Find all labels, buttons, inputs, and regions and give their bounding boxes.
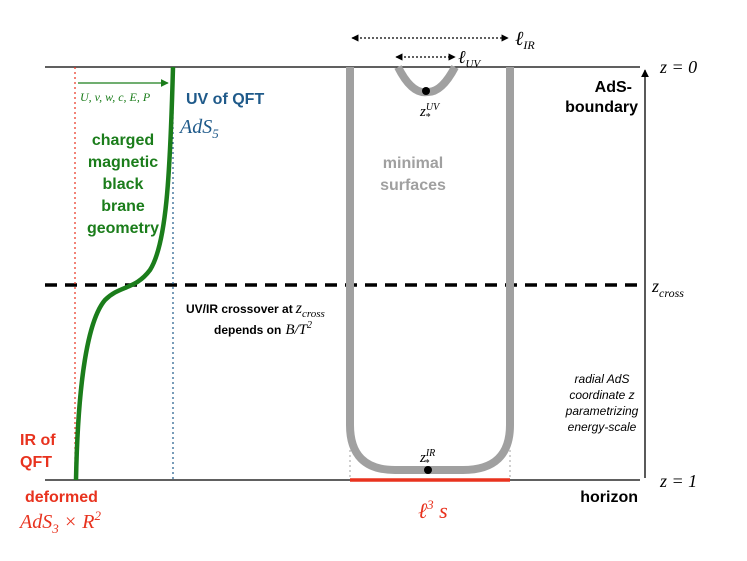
svg-text:black: black <box>103 176 144 193</box>
uv-of-qft-label: UV of QFT <box>186 91 264 108</box>
z-ir-point <box>424 466 432 474</box>
ell-uv-label: ℓUV <box>458 47 481 70</box>
z-zero-label: z = 0 <box>659 57 697 77</box>
ell-ir-label: ℓIR <box>515 28 535 52</box>
geometry-label: charged magnetic black brane geometry <box>87 132 159 237</box>
svg-text:minimal: minimal <box>383 155 443 172</box>
svg-text:energy-scale: energy-scale <box>568 420 637 434</box>
ell3s-label: ℓ3 s <box>418 497 448 523</box>
svg-text:geometry: geometry <box>87 220 159 237</box>
horizon-label: horizon <box>580 489 638 506</box>
svg-text:radial AdS: radial AdS <box>575 372 630 386</box>
z-cross-label: zcross <box>651 276 684 300</box>
z-uv-label: zUV* <box>419 102 441 123</box>
ads-boundary-label-2: boundary <box>565 99 638 116</box>
variables-label: U, v, w, c, E, P <box>80 90 151 104</box>
z-ir-label: zIR* <box>419 448 435 469</box>
svg-text:surfaces: surfaces <box>380 177 446 194</box>
z-uv-point <box>422 87 430 95</box>
svg-text:brane: brane <box>101 198 145 215</box>
geometry-curve <box>73 66 176 481</box>
z-one-label: z = 1 <box>659 471 697 491</box>
radial-coordinate-label: radial AdS coordinate z parametrizing en… <box>565 372 639 434</box>
ads3-label: AdS3 × R2 <box>18 508 101 536</box>
svg-text:IR of: IR of <box>20 432 56 449</box>
svg-text:coordinate z: coordinate z <box>569 388 634 402</box>
ads-boundary-label-1: AdS- <box>595 79 632 96</box>
minimal-surfaces-label: minimal surfaces <box>380 155 446 194</box>
ads5-label: AdS5 <box>178 116 219 141</box>
ir-of-qft-label: IR of QFT <box>20 432 56 471</box>
deformed-label: deformed <box>25 489 98 506</box>
svg-text:magnetic: magnetic <box>88 154 158 171</box>
svg-text:charged: charged <box>92 132 154 149</box>
svg-text:QFT: QFT <box>20 454 52 471</box>
minimal-surface-large <box>346 67 514 474</box>
svg-text:parametrizing: parametrizing <box>565 404 639 418</box>
